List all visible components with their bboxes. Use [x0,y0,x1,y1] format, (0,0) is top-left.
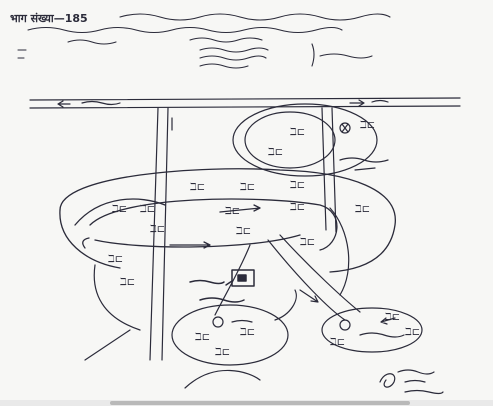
house-icon: ℶ⊏ [235,226,251,237]
bottom-bowl [84,264,297,389]
house-icon: ℶ⊏ [359,120,375,131]
polling-booth-marker [189,269,255,303]
house-icon: ℶ⊏ [107,254,123,265]
house-icon: ℶ⊏ [289,127,305,138]
house-icon: ℶ⊏ [239,327,255,338]
house-icon: ℶ⊏ [139,204,155,215]
house-icon: ℶ⊏ [189,182,205,193]
house-marks: ℶ⊏ ℶ⊏ ℶ⊏ ℶ⊏ ℶ⊏ ℶ⊏ ℶ⊏ ℶ⊏ ℶ⊏ ℶ⊏ ℶ⊏ ℶ⊏ ℶ⊏ ℶ… [107,120,420,358]
diagonal-roads [214,207,361,321]
vertical-roads [149,107,337,361]
house-icon: ℶ⊏ [224,206,240,217]
house-icon: ℶ⊏ [267,147,283,158]
circle-cluster-bottom-right [321,307,423,353]
house-icon: ℶ⊏ [119,277,135,288]
signature [379,369,444,395]
horizontal-scrollbar[interactable] [0,400,493,406]
house-icon: ℶ⊏ [354,204,370,215]
header-number: 185 [65,12,88,25]
top-road [29,97,461,109]
house-icon: ℶ⊏ [289,180,305,191]
house-icon: ℶ⊏ [239,182,255,193]
house-icon: ℶ⊏ [214,347,230,358]
house-icon: ℶ⊏ [299,237,315,248]
house-icon: ℶ⊏ [404,327,420,338]
house-icon: ℶ⊏ [289,202,305,213]
header-handwriting [17,13,391,69]
house-icon: ℶ⊏ [111,204,127,215]
house-icon: ℶ⊏ [384,312,400,323]
circle-cluster-bottom-center [171,304,289,366]
scrollbar-thumb[interactable] [110,401,410,405]
house-icon: ℶ⊏ [149,224,165,235]
house-icon: ℶ⊏ [329,337,345,348]
house-icon: ℶ⊏ [194,332,210,343]
settlement-outline [59,168,396,273]
circle-cluster-top-right [232,103,389,177]
svg-text:भाग संख्या—185: भाग संख्या—185 [10,12,88,25]
header-prefix: भाग संख्या— [10,12,65,25]
